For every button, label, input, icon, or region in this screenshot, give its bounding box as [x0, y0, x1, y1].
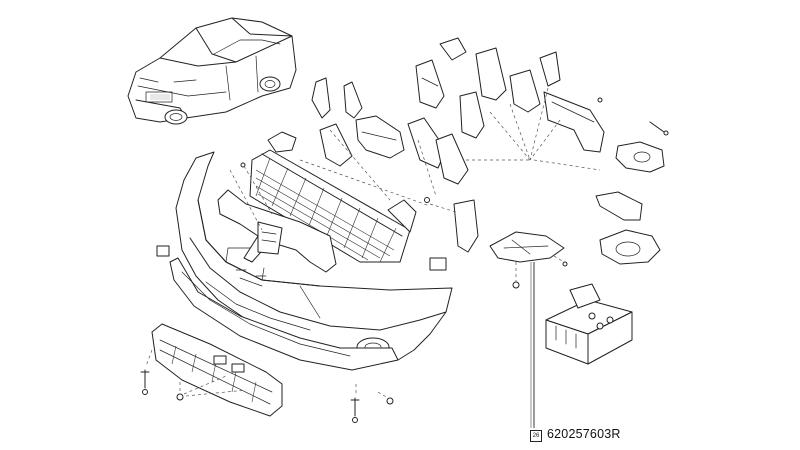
vehicle-reference-sketch — [127, 17, 297, 125]
screws — [597, 97, 669, 136]
callout-leader-line — [530, 262, 535, 428]
mounting-brackets — [311, 37, 605, 253]
lower-spoiler — [169, 257, 399, 371]
air-deflector — [489, 231, 565, 263]
lower-grille — [151, 323, 283, 417]
callout-index-box: 26 — [530, 430, 542, 442]
front-bumper-cover — [156, 151, 453, 361]
radiator-grille — [249, 131, 417, 263]
part-number-label[interactable]: 620257603R — [547, 427, 621, 441]
assembly-guide-lines — [145, 87, 601, 399]
fog-lamp-parts — [595, 141, 665, 265]
centre-bracket — [217, 189, 337, 273]
fastener-kit-box — [545, 283, 633, 365]
